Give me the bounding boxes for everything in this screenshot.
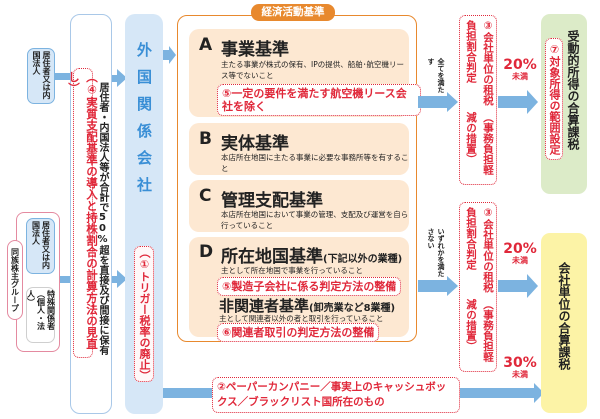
tax-burden-bottom-box: ③会社単位の租税負担割合判定（事務負担軽減の措置） <box>459 202 497 372</box>
criterion-letter: B <box>199 129 212 149</box>
arrow-head <box>527 90 538 114</box>
ownership-box <box>70 14 112 414</box>
arrow-body <box>112 276 118 283</box>
ownership-text: 居住者・内国法人等が合計で50%超を直接及び間接に保有 <box>97 82 108 355</box>
criterion-desc: 主たる事業が株式の保有、IPの提供、船舶･航空機リース等でないこと <box>221 60 404 80</box>
resident-top-label: 居住者又は内国法人 <box>32 51 51 99</box>
economic-activity-header: 経済活動基準 <box>251 4 335 21</box>
company-taxation-label: 会社単位の合算課税 <box>557 262 571 370</box>
arrow-body <box>418 96 448 108</box>
connector-line <box>55 73 71 80</box>
foreign-company-label: 外国関係会社 <box>135 42 153 204</box>
connector-line <box>60 276 71 283</box>
criterion-letter: C <box>199 186 212 206</box>
arrow-body <box>418 280 448 292</box>
paper-company-box: ②ペーパーカンパニー／事実上のキャッシュボックス／ブラックリスト国所在のもの <box>212 377 460 413</box>
arrow-head <box>117 69 127 87</box>
arrow-head <box>169 46 176 64</box>
reform7-box: ⑦対象所得の範囲設定 <box>545 38 563 160</box>
special-related-box: 特殊関係者（個人・法人） <box>26 287 56 343</box>
reform5a-box: ⑤一定の要件を満たす航空機リース会社を除く <box>217 84 421 116</box>
all-met-label: 全てを満たす <box>427 58 445 93</box>
criterion-letter: A <box>199 35 213 55</box>
tax-burden-top-box: ③会社単位の租税負担割合判定（事務負担軽減の措置） <box>459 15 497 185</box>
arrow-body <box>498 280 528 292</box>
resident-bottom-box: 居住者又は内国法人 <box>26 218 55 274</box>
criterion-desc: 本店所在地国において事業の管理、支配及び運営を自ら行っていること <box>221 210 409 230</box>
resident-top-box: 居住者又は内国法人 <box>27 48 55 104</box>
arrow-body <box>112 75 118 82</box>
sub-criterion-title: 非関連者基準(卸売業など8業種) <box>219 297 396 315</box>
reform6-box: ⑥関連者取引の判定方法の整備 <box>217 323 380 342</box>
arrow-head <box>527 274 538 298</box>
criterion-desc: 主として所在地国で事業を行っていること <box>221 266 363 275</box>
criterion-a: A 事業基準 主たる事業が株式の保有、IPの提供、船舶･航空機リース等でないこと… <box>189 29 421 117</box>
paper-company-arrow-head <box>534 383 544 403</box>
sub-criterion-desc: 主として関連者以外の者と取引を行っていること <box>219 314 384 323</box>
company-taxation-box <box>541 233 587 413</box>
arrow-head <box>447 276 458 296</box>
criterion-desc: 本店所在地国に主たる事業に必要な事務所等を有すること <box>221 153 409 173</box>
criterion-b: B 実体基準 本店所在地国に主たる事業に必要な事務所等を有すること <box>189 123 409 175</box>
reform1-box: （①トリガー税率の廃止） <box>134 246 154 382</box>
criterion-letter: D <box>199 242 214 262</box>
criterion-title: 実体基準 <box>221 134 289 154</box>
any-not-met-label: いずれかを満たさない <box>427 228 445 277</box>
passive-income-label: 受動的所得の合算課税 <box>566 30 580 150</box>
rate-30: 30% 未満 <box>503 355 537 380</box>
criterion-c: C 管理支配基準 本店所在地国において事業の管理、支配及び運営を自ら行っているこ… <box>189 180 409 232</box>
rate-20-top: 20% 未満 <box>503 57 537 81</box>
family-group-label: 同族株主グループ <box>7 240 23 320</box>
criterion-d: D 所在地国基準(下記以外の業種) 主として所在地国で事業を行っていること ⑤製… <box>189 237 409 342</box>
reform4-box: （④実質支配基準の導入と持株割合の計算方法の見直し） <box>67 68 99 358</box>
arrow-head <box>447 92 458 112</box>
criterion-title: 管理支配基準 <box>221 191 323 211</box>
rate-20-bottom: 20% 未満 <box>503 241 537 265</box>
arrow-body <box>498 96 528 108</box>
criteria-list: A 事業基準 主たる事業が株式の保有、IPの提供、船舶･航空機リース等でないこと… <box>177 15 421 342</box>
arrow-body <box>163 50 170 60</box>
criterion-title: 事業基準 <box>221 40 289 60</box>
arrow-head <box>117 270 127 288</box>
reform5d-box: ⑤製造子会社に係る判定方法の整備 <box>217 277 402 296</box>
criterion-title: 所在地国基準(下記以外の業種) <box>221 247 403 267</box>
